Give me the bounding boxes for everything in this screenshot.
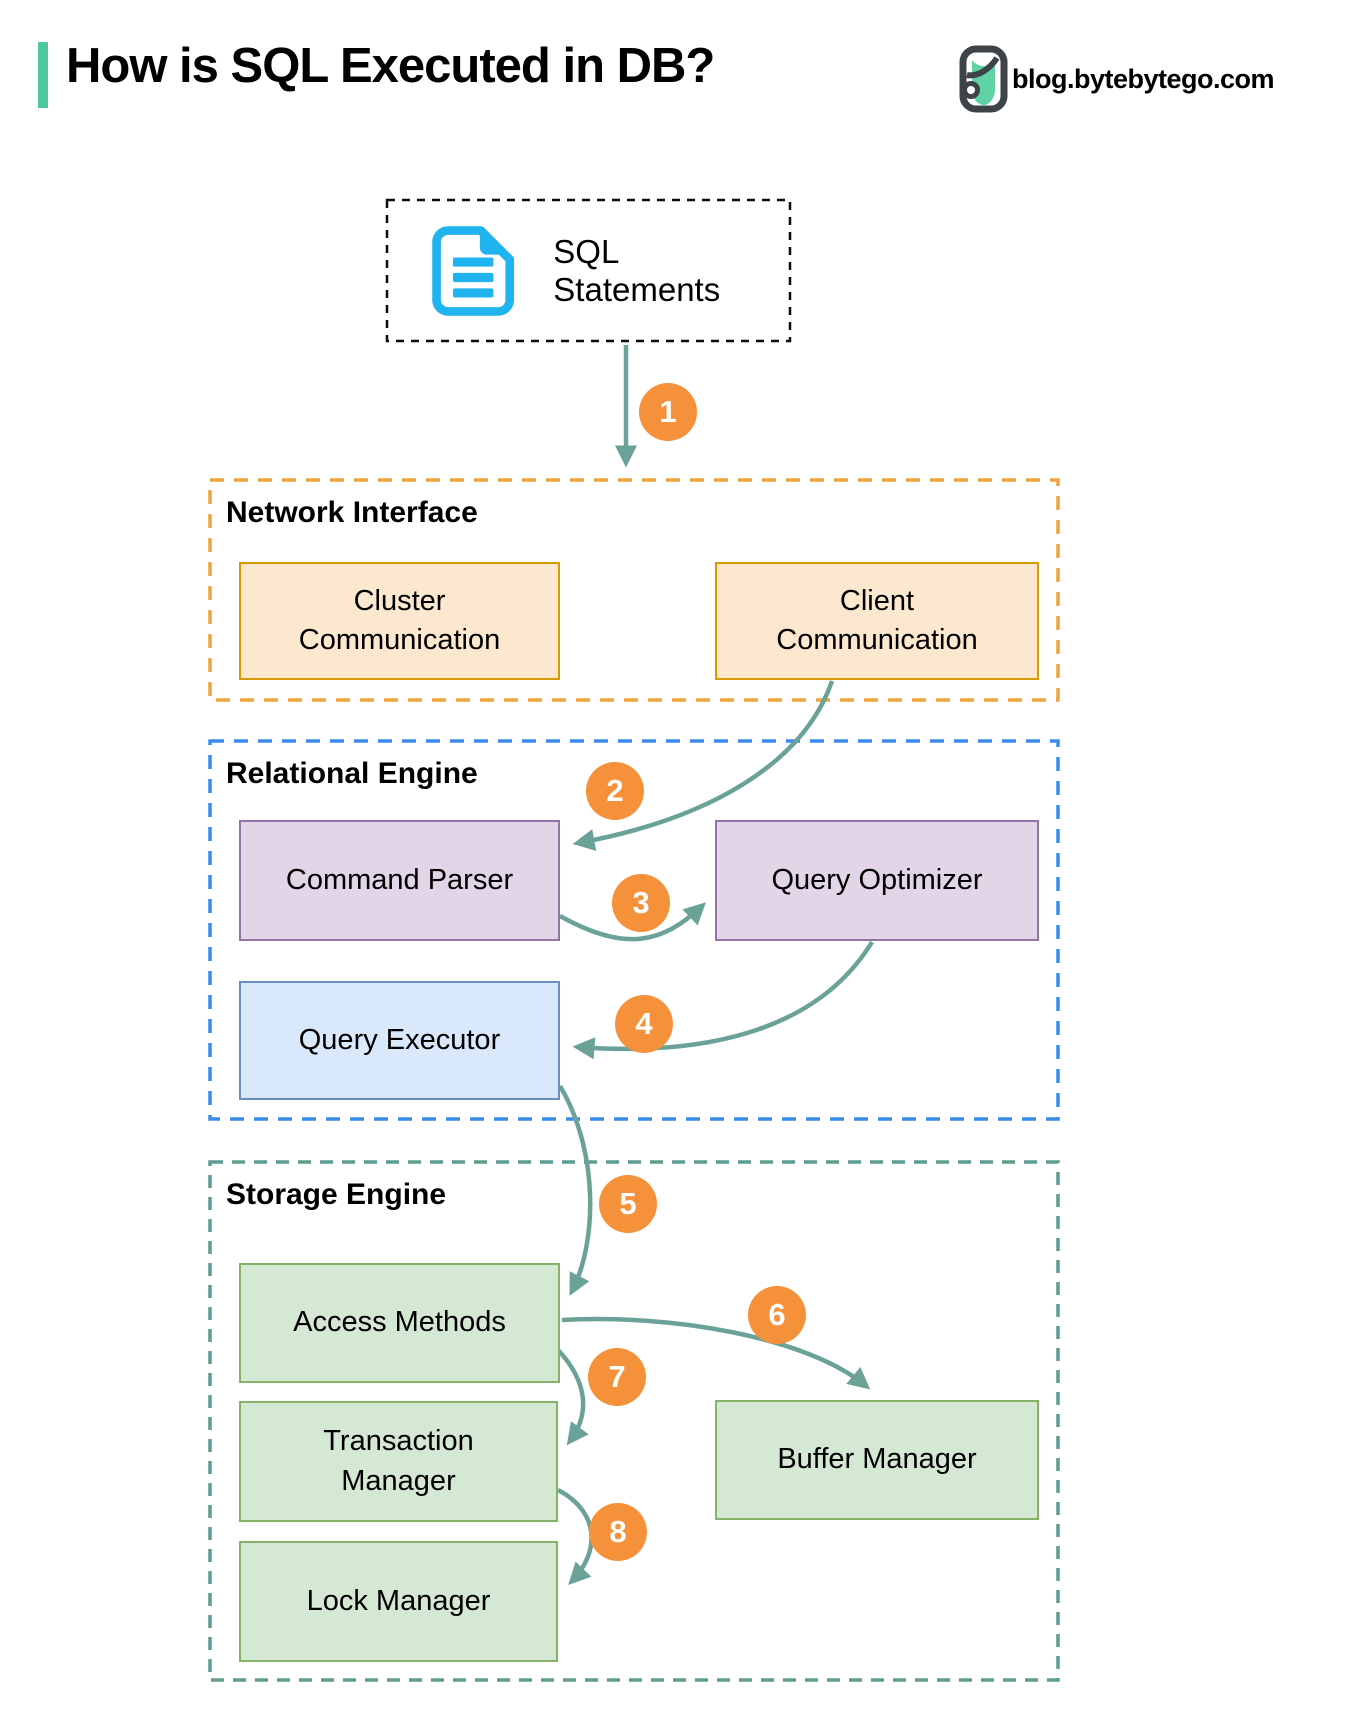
step-badge-5: 5	[599, 1175, 657, 1233]
title-accent-bar	[38, 42, 48, 108]
document-text-line	[452, 272, 494, 282]
arrow-7-access-to-transaction	[556, 1348, 589, 1446]
page-title: How is SQL Executed in DB?	[66, 39, 715, 93]
network-interface-border	[208, 478, 1060, 702]
step-badge-6: 6	[748, 1286, 806, 1344]
step-badge-1: 1	[639, 383, 697, 441]
logo-wing-line	[966, 56, 1000, 79]
node-query-executor: Query Executor	[239, 981, 560, 1100]
node-label: Transaction Manager	[323, 1425, 474, 1497]
sql-statements-label: SQL Statements	[553, 232, 721, 308]
node-access-methods: Access Methods	[239, 1263, 560, 1383]
arrow-3-parser-to-optimizer	[558, 902, 706, 942]
relational-engine-border	[208, 739, 1060, 1121]
arrow-4-optimizer-to-executor	[572, 940, 874, 1060]
node-transaction-manager: Transaction Manager	[239, 1401, 558, 1522]
document-text-line	[452, 257, 494, 267]
node-label: Client Communication	[776, 584, 978, 656]
storage-engine-border	[208, 1160, 1060, 1682]
node-client-communication: Client Communication	[715, 562, 1039, 680]
section-title-storage-engine: Storage Engine	[226, 1178, 447, 1211]
step-badge-3: 3	[612, 874, 670, 932]
node-label: Access Methods	[293, 1306, 506, 1339]
sql-statements-border	[385, 198, 792, 343]
node-command-parser: Command Parser	[239, 820, 560, 941]
bytebytego-logo-icon	[959, 45, 1008, 113]
node-label: Query Optimizer	[771, 863, 983, 896]
node-label: Command Parser	[285, 863, 514, 896]
section-title-relational-engine: Relational Engine	[226, 757, 478, 790]
sql-document-icon	[432, 225, 515, 316]
section-title-network-interface: Network Interface	[226, 496, 478, 529]
document-outline	[432, 225, 515, 316]
step-badge-7: 7	[588, 1348, 646, 1406]
arrow-5-executor-to-access	[558, 1084, 593, 1296]
node-label: Buffer Manager	[777, 1443, 977, 1476]
node-query-optimizer: Query Optimizer	[715, 820, 1039, 941]
node-label: Lock Manager	[306, 1584, 491, 1617]
node-cluster-communication: Cluster Communication	[239, 562, 560, 680]
node-lock-manager: Lock Manager	[239, 1541, 558, 1662]
sql-statements-node: SQL Statements	[387, 200, 790, 341]
logo-eye-dot	[962, 81, 980, 99]
node-label: Query Executor	[298, 1023, 501, 1056]
arrow-8-transaction-to-lock	[556, 1488, 594, 1585]
node-label: Cluster Communication	[298, 584, 501, 656]
step-badge-8: 8	[589, 1503, 647, 1561]
document-text-line	[452, 287, 494, 297]
arrow-2-client-to-parser	[572, 680, 835, 851]
step-badge-2: 2	[586, 762, 644, 820]
brand-text: blog.bytebytego.com	[1012, 63, 1275, 94]
node-buffer-manager: Buffer Manager	[715, 1400, 1039, 1520]
brand: blog.bytebytego.com	[958, 44, 1275, 114]
step-badge-4: 4	[615, 995, 673, 1053]
arrow-6-access-to-buffer	[561, 1316, 871, 1390]
